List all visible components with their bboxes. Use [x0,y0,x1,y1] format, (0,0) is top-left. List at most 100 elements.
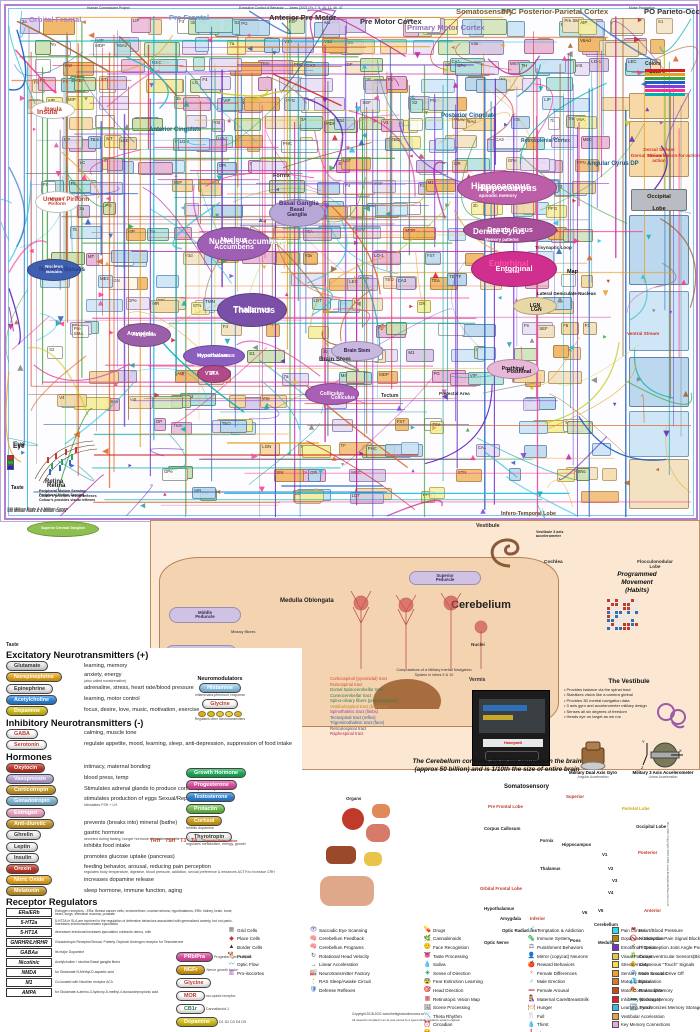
retina-note-3: 130 Million Rods & 6 Million Cones [7,507,68,511]
legend-grid-cells-icon: ▦ [228,927,235,934]
cortical-area-label: TMN [205,299,215,305]
brain3d-label: Corpus Callosum [484,826,521,831]
thyroid-axis-item: TRH [150,838,161,844]
cortex-region-label: Uncus / Piriform [43,197,90,203]
legend-hunger-icon: 🍽 [527,1004,536,1011]
purkinje-grid-cell [607,611,610,614]
receptor-name-box: GNRHR/LHRHR [6,938,52,948]
cortical-area-label: 7a [229,40,235,46]
cortical-area-box [266,323,281,337]
legend-reward-behaviors-icon: 🍎 [527,961,536,968]
cortical-area-label: CA1 [452,59,461,64]
legend-item: 🎯Head Direction [424,986,483,995]
neurochemical-description: intimacy, maternal bonding [84,764,151,771]
cortex-region-label: Nucleus Accumbens [209,237,288,246]
legend-item: 🧠Cerebellum Programs [310,943,371,952]
spinal-tract-label: Tectospinal tract (reflex) [330,714,376,720]
purkinje-grid-cell [607,599,610,602]
purkinje-grid-cell [623,619,626,622]
brain3d-label: Posterior [638,850,658,855]
purkinje-grid-cell [615,599,618,602]
cortical-area-label: 7b [72,227,77,233]
cortex-group-title: Pre Frontal [169,13,210,22]
cortex-group-title: Somatosensory [456,7,513,16]
cortical-area-label: V6Ad [580,38,591,44]
accelerometer-label: Military 3 Axis Accelerometer [632,770,694,775]
cortical-area-label: MEC [582,137,593,142]
brain-nucleus-blob: Superior Cervical Ganglion [27,521,99,537]
legend-item-label: Reward/Memory [639,987,673,993]
cortical-area-label: PG [433,371,440,377]
legend-item: ❤Heart/Blood Pressure [630,926,700,935]
cortex-region-label: Lateral Geniculate Nucleus [537,291,596,296]
legend-item: 💧Saliva [424,960,483,969]
legend-item: 📉Theta Rhythm [424,1012,483,1021]
receptor-description: for Glutamate N-Methyl-D-aspartic acid [55,970,114,975]
cortex-region-label: Cortex [505,269,520,274]
legend-item-label: Sense of Direction [433,970,471,976]
legend-item: 🛡Defense Reflexes [310,986,371,995]
purkinje-grid-cell [611,603,614,606]
receptor-description: for Glutamate a-amino-3-hydroxy-5-methyl… [55,990,159,995]
cortical-area-label: GPe [163,469,173,475]
receptor-name-box: ERa/ERb [6,908,52,918]
cortical-area-label: FST [426,253,436,259]
legend-item: ♀Female Differences [528,969,589,978]
eye-label: Eye [13,441,25,448]
receptor-name-box: AMPA [6,988,52,998]
cortical-area-box [138,161,174,175]
legend-column: 💊Drugs🌿Cannabinoids🙂Face Recognition👅Tas… [424,926,483,1032]
neurochemical-pill: Prolactin [186,804,226,814]
legend-maternal-care-breastmilk-icon: 🤱 [527,996,536,1003]
receptor-side-desc: D1 D2 D3 D4 D5 [218,1020,247,1024]
purkinje-grid-cell [623,603,626,606]
receptor-side-row: Dopamine D1 D2 D3 D4 D5 [176,1017,306,1027]
vestibule-label: Vestibule [476,523,500,529]
purkinje-grid-cell [631,607,634,610]
legend-item-label: Temptation & Addiction [537,927,584,933]
legend-synchronizes-memory-storage-trans-icon: 🔄 [629,1004,638,1011]
cortical-area-box [193,57,206,72]
hormone-right-sub: regulates metabolism, energy, growth [186,842,246,846]
cortex-region-label: Amygdala [127,331,154,337]
cortical-area-label: GPe [127,298,137,304]
legend-circumventricular-sensors-blood-brain--icon: 🔋 [629,953,638,960]
legend-male-sexual-drive-off-icon: ⊘ [630,970,637,977]
cortical-area-label: M1 [408,349,415,355]
cortical-area-label: V3A [297,116,307,122]
cortical-area-label: M1 [427,180,434,186]
cortical-area-label: F6 [523,323,529,329]
legend-neurotransmitter-factory-icon: 🏭 [309,970,318,977]
receptor-description: Gonadotropin Receptor/Sexual, Puberty Ox… [55,940,184,945]
cortical-area-label: LGN [262,444,272,450]
cortical-area-box: GPe [161,468,188,482]
legend-proprioception-joint-angle-position-icon: < [631,944,636,951]
purkinje-grid-cell [635,611,638,614]
cortical-area-label: 3b [472,202,478,208]
purkinje-grid-cell [623,607,626,610]
receptor-side-desc: Progesterogen receptor [212,955,252,959]
purkinje-grid-cell [615,627,618,630]
legend-ejaculation-icon: 💦 [629,978,638,985]
legend-item-label: Cutaneous "Touch" Signals [639,962,695,968]
legend-item: ⚖Punishment Behaviors [528,943,589,952]
legend-cutaneous-touch-signals-icon: ✋ [629,961,638,968]
legend-item: ▥Pro-isocortex [228,969,264,978]
purkinje-grid-cell [631,615,634,618]
liver-organ [326,846,356,864]
dopamine-receptor-dot [216,711,224,717]
cortex-region-label: Nucleus Basalis [39,267,86,273]
